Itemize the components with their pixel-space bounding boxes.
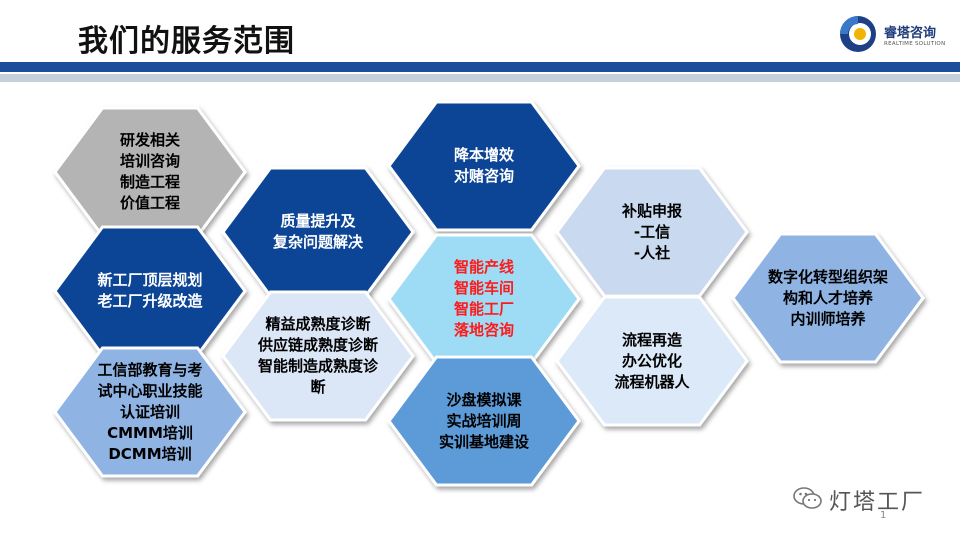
hexagon-label-miit: 工信部教育与考 试中心职业技能 认证培训 CMMM培训 DCMM培训 xyxy=(97,360,203,463)
page-number: 1 xyxy=(880,510,887,521)
hexagon-process xyxy=(555,295,749,427)
hexagon-label-process: 流程再造 办公优化 流程机器人 xyxy=(614,330,690,391)
hexagon-sandbox xyxy=(387,355,581,487)
hexagon-label-smart: 智能产线 智能车间 智能工厂 落地咨询 xyxy=(453,258,514,339)
logo-subtext: REALTIME SOLUTION xyxy=(884,41,946,47)
hexagon-label-maturity: 精益成熟度诊断 供应链成熟度诊断 智能制造成熟度诊 断 xyxy=(257,315,378,396)
hexagon-label-quality: 质量提升及 复杂问题解决 xyxy=(272,212,363,251)
logo-mark-icon xyxy=(840,16,876,52)
watermark-text: 灯塔工厂 xyxy=(829,490,926,515)
wechat-icon xyxy=(793,487,822,509)
header-band-light xyxy=(0,74,960,82)
hexagon-miit xyxy=(53,346,247,478)
hexagon-label-digital: 数字化转型组织架 构和人才培养 内训师培养 xyxy=(767,267,888,328)
page-title: 我们的服务范围 xyxy=(78,24,295,59)
hexagon-label-rd: 研发相关 培训咨询 制造工程 价值工程 xyxy=(119,131,180,212)
hexagon-digital xyxy=(731,232,925,364)
hexagon-label-subsidy: 补贴申报 -工信 -人社 xyxy=(621,201,682,262)
hexagon-cost xyxy=(387,100,581,232)
hexagon-label-sandbox: 沙盘模拟课 实战培训周 实训基地建设 xyxy=(438,390,529,451)
logo-text: 睿塔咨询 xyxy=(884,26,937,41)
hexagon-label-cost: 降本增效 对赌咨询 xyxy=(453,146,514,185)
hexagon-label-new-factory: 新工厂顶层规划 老工厂升级改造 xyxy=(97,271,203,310)
header-band-dark xyxy=(0,62,960,72)
hexagon-maturity xyxy=(221,290,415,422)
company-logo: 睿塔咨询 REALTIME SOLUTION xyxy=(838,14,956,60)
